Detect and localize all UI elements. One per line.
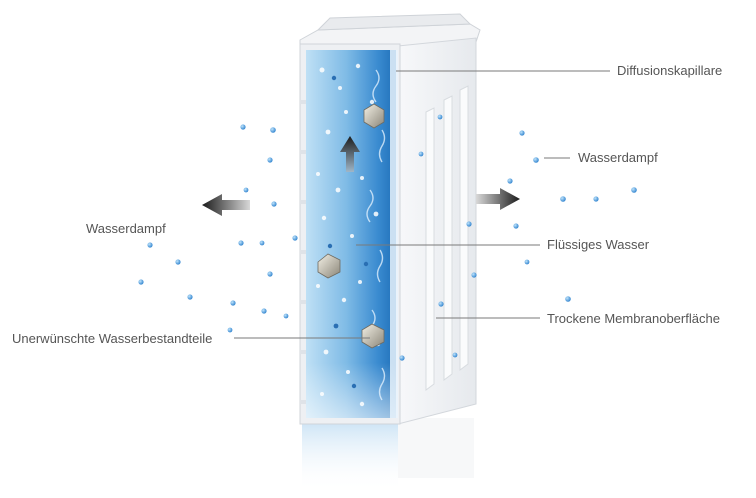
label-diffusion-capillary: Diffusionskapillare <box>617 63 723 78</box>
label-dry-membrane: Trockene Membranoberfläche <box>547 311 720 326</box>
unwanted-particle-1 <box>363 103 385 129</box>
arrow-up-icon <box>340 136 360 172</box>
label-unwanted-constituents: Unerwünschte Wasserbestandteile <box>12 331 213 346</box>
diffusion-capillary-wall <box>390 50 398 418</box>
arrow-right-icon <box>476 188 520 210</box>
vapor-droplets-right <box>399 114 637 361</box>
membrane-module <box>299 13 481 425</box>
frame-teeth <box>300 100 306 404</box>
leader-lines <box>234 70 610 339</box>
water-droplets-inside <box>316 63 381 407</box>
label-liquid-water: Flüssiges Wasser <box>547 237 650 252</box>
vapor-droplets-left <box>138 124 298 333</box>
label-vapor-right: Wasserdampf <box>578 150 658 165</box>
unwanted-particle-2 <box>317 253 341 279</box>
arrow-left-icon <box>202 194 250 216</box>
unwanted-particle-3 <box>361 323 385 349</box>
label-vapor-left: Wasserdampf <box>86 221 166 236</box>
module-reflection <box>302 418 474 492</box>
